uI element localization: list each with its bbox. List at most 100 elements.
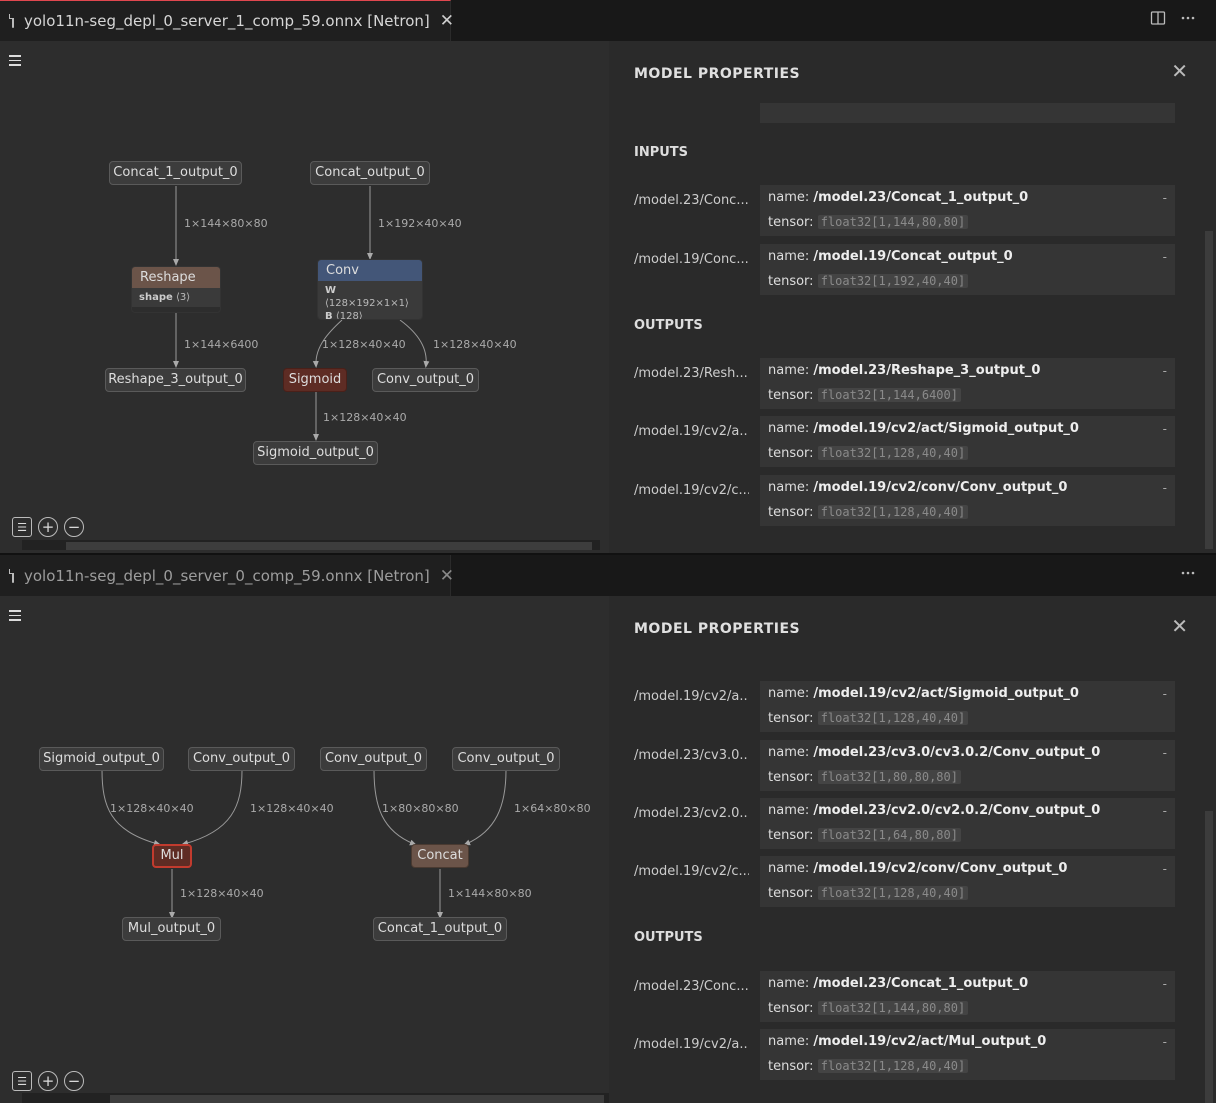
output-detail[interactable]: name: /model.23/Concat_1_output_0 tensor… [760,971,1175,1022]
top-graph-canvas[interactable]: Concat_1_output_0 Concat_output_0 1×144×… [0,41,609,553]
bottom-graph-canvas[interactable]: Sigmoid_output_0 Conv_output_0 Conv_outp… [0,596,609,1103]
sigmoid-node[interactable]: Sigmoid [283,368,347,392]
input-detail[interactable]: name: /model.19/cv2/conv/Conv_output_0 t… [760,856,1175,907]
input-detail[interactable]: name: /model.23/cv3.0/cv3.0.2/Conv_outpu… [760,740,1175,791]
name-key: name: [768,745,810,760]
input-name: /model.19/cv2/conv/Conv_output_0 [813,861,1068,876]
zoom-out-icon[interactable]: − [64,517,84,537]
name-key: name: [768,803,810,818]
close-icon[interactable]: ✕ [1171,59,1188,83]
zoom-out-icon[interactable]: − [64,1071,84,1091]
bottom-tab-bar: yolo11n-seg_depl_0_server_0_comp_59.onnx… [0,555,1216,597]
edge-label: 1×128×40×40 [433,338,517,351]
file-icon [9,568,14,583]
mul-output-node[interactable]: Mul_output_0 [122,917,221,941]
input-detail[interactable]: name: /model.19/cv2/act/Sigmoid_output_0… [760,681,1175,732]
edge-label: 1×128×40×40 [110,802,194,815]
menu-icon[interactable] [9,55,21,69]
tab-title: yolo11n-seg_depl_0_server_0_comp_59.onnx… [24,566,430,585]
conv-output-node[interactable]: Conv_output_0 [188,747,295,771]
outputs-heading: OUTPUTS [634,930,703,945]
input-detail[interactable]: name: /model.23/cv2.0/cv2.0.2/Conv_outpu… [760,798,1175,849]
edge-label: 1×128×40×40 [250,802,334,815]
input-name: /model.19/cv2/act/Sigmoid_output_0 [813,686,1079,701]
vertical-scrollbar[interactable] [1205,231,1213,549]
expand-toggle[interactable]: - [1162,746,1167,760]
input-name: /model.23/Concat_1_output_0 [813,190,1029,205]
expand-toggle[interactable]: - [1162,364,1167,378]
expand-toggle[interactable]: - [1162,687,1167,701]
scrollbar-thumb[interactable] [66,542,592,550]
split-editor-icon[interactable] [1150,10,1166,30]
expand-toggle[interactable]: - [1162,422,1167,436]
output-detail[interactable]: name: /model.19/cv2/act/Sigmoid_output_0… [760,416,1175,467]
output-short-name: /model.23/Conc... [634,979,749,994]
graph-toolbar: ☰ + − [12,517,84,537]
mul-node[interactable]: Mul [152,844,192,868]
input-name: /model.23/cv3.0/cv3.0.2/Conv_output_0 [813,745,1101,760]
tensor-type: float32[1,80,80,80] [817,770,961,784]
concat-node[interactable]: Concat [411,844,469,868]
output-name: /model.19/cv2/act/Mul_output_0 [813,1034,1047,1049]
output-name: /model.23/Concat_1_output_0 [813,976,1029,991]
conv-output-node[interactable]: Conv_output_0 [320,747,427,771]
more-icon[interactable] [1180,10,1196,30]
close-icon[interactable]: ✕ [1171,614,1188,638]
expand-toggle[interactable]: - [1162,1035,1167,1049]
expand-toggle[interactable]: - [1162,191,1167,205]
bottom-editor-tab[interactable]: yolo11n-seg_depl_0_server_0_comp_59.onnx… [0,555,455,596]
expand-toggle[interactable]: - [1162,862,1167,876]
output-detail[interactable]: name: /model.19/cv2/act/Mul_output_0 ten… [760,1029,1175,1080]
horizontal-scrollbar[interactable] [22,540,600,550]
tensor-type: float32[1,128,40,40] [817,1059,969,1073]
name-key: name: [768,686,810,701]
menu-icon[interactable] [9,610,21,624]
zoom-in-icon[interactable]: + [38,1071,58,1091]
expand-toggle[interactable]: - [1162,977,1167,991]
tensor-key: tensor: [768,446,814,461]
edge-label: 1×64×80×80 [514,802,591,815]
vertical-scrollbar[interactable] [1205,811,1213,1103]
conv-output-node[interactable]: Conv_output_0 [372,368,479,392]
scrollbar-thumb[interactable] [110,1095,604,1103]
horizontal-scrollbar[interactable] [22,1093,609,1103]
tab-close-icon[interactable]: ✕ [439,11,455,31]
reshape3-output-node[interactable]: Reshape_3_output_0 [105,368,246,392]
input-detail[interactable]: name: /model.19/Concat_output_0 tensor: … [760,244,1175,295]
name-key: name: [768,363,810,378]
output-name: /model.19/cv2/conv/Conv_output_0 [813,480,1068,495]
tensor-key: tensor: [768,1059,814,1074]
input-detail[interactable]: name: /model.23/Concat_1_output_0 tensor… [760,185,1175,236]
edge-label: 1×80×80×80 [382,802,459,815]
top-editor-tab[interactable]: yolo11n-seg_depl_0_server_1_comp_59.onnx… [0,0,455,41]
input-short-name: /model.23/Conc... [634,193,749,208]
sigmoid-output-node[interactable]: Sigmoid_output_0 [253,441,378,465]
output-detail[interactable]: name: /model.19/cv2/conv/Conv_output_0 t… [760,475,1175,526]
zoom-in-icon[interactable]: + [38,517,58,537]
outputs-heading: OUTPUTS [634,318,703,333]
expand-toggle[interactable]: - [1162,250,1167,264]
sigmoid-output-node[interactable]: Sigmoid_output_0 [39,747,164,771]
tab-close-icon[interactable]: ✕ [439,565,455,586]
conv-output-node[interactable]: Conv_output_0 [452,747,560,771]
list-icon[interactable]: ☰ [12,1071,32,1091]
tensor-type: float32[1,192,40,40] [817,274,969,288]
tensor-key: tensor: [768,388,814,403]
concat1-output-node[interactable]: Concat_1_output_0 [109,161,242,185]
reshape-node[interactable]: Reshape shape ⟨3⟩ [131,266,221,313]
more-icon[interactable] [1180,565,1196,585]
conv-node[interactable]: Conv W ⟨128×192×1×1⟩ B ⟨128⟩ [317,259,423,320]
edge-label: 1×128×40×40 [323,411,407,424]
conv-node-attrs: W ⟨128×192×1×1⟩ B ⟨128⟩ [318,281,422,319]
list-icon[interactable]: ☰ [12,517,32,537]
expand-toggle[interactable]: - [1162,481,1167,495]
output-detail[interactable]: name: /model.23/Reshape_3_output_0 tenso… [760,358,1175,409]
panel-title: MODEL PROPERTIES [634,66,801,82]
expand-toggle[interactable]: - [1162,804,1167,818]
inputs-heading: INPUTS [634,145,689,160]
tensor-type: float32[1,128,40,40] [817,446,969,460]
tab-title: yolo11n-seg_depl_0_server_1_comp_59.onnx… [24,12,430,30]
pane-divider[interactable] [0,553,1216,555]
concat-output-node[interactable]: Concat_output_0 [310,161,430,185]
concat1-output-node[interactable]: Concat_1_output_0 [373,917,507,941]
